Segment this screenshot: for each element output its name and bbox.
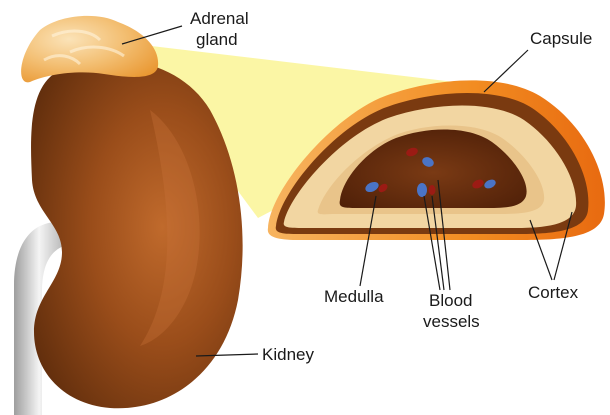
adrenal-gland-label-line1: Adrenal: [190, 9, 249, 28]
kidney-label: Kidney: [262, 345, 314, 364]
blood-vessel-blue-3: [417, 183, 427, 197]
adrenal-gland-label: Adrenal gland: [190, 9, 253, 49]
adrenal-gland: [21, 16, 158, 82]
capsule-label: Capsule: [530, 29, 592, 48]
adrenal-gland-label-line2: gland: [196, 30, 238, 49]
blood-vessels-label: Blood vessels: [423, 291, 480, 331]
blood-vessels-label-line2: vessels: [423, 312, 480, 331]
cortex-label: Cortex: [528, 283, 579, 302]
blood-vessel-red-3: [429, 185, 436, 195]
blood-vessels-label-line1: Blood: [429, 291, 472, 310]
medulla-label: Medulla: [324, 287, 384, 306]
